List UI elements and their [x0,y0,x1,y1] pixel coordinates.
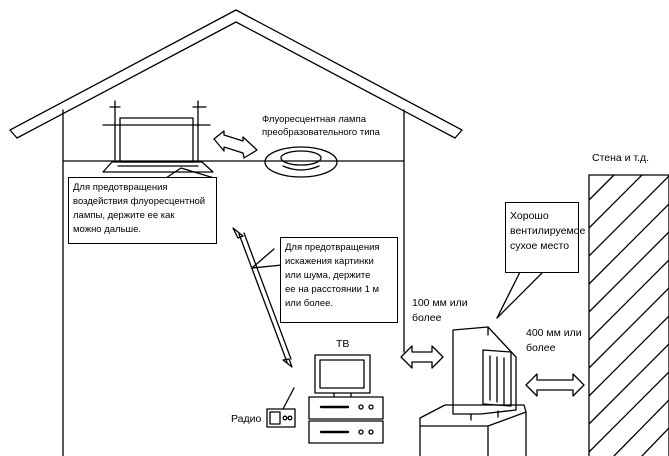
location-note-pointer [496,271,544,319]
distance-100-label: 100 мм или более [412,297,468,324]
distance-400-label: 400 мм или более [526,327,582,354]
fluorescent-lamp [264,146,338,178]
wall-hatch [588,174,669,456]
lamp-label: Флуоресцентная лампа преобразовательного… [262,114,380,138]
lamp-note-callout: Для предотвращения воздействия флуоресце… [68,177,217,244]
lamp-note-pointer [165,167,215,179]
tv-set [308,354,384,444]
radio-label: Радио [231,413,262,425]
outdoor-unit [419,326,527,456]
unit-wall-arrow [525,373,585,397]
radio [266,387,296,428]
wall-label: Стена и т.д. [592,152,650,164]
unit-lamp-arrow [213,130,258,159]
wall-unit-arrow [400,345,444,369]
indoor-unit [102,100,214,173]
tv-label: ТВ [336,338,350,350]
location-note-callout: Хорошо вентилируемое сухое место [505,202,585,273]
lamp-radio-arrow [232,227,293,368]
tv-note-callout: Для предотвращения искажения картинки ил… [280,237,398,323]
